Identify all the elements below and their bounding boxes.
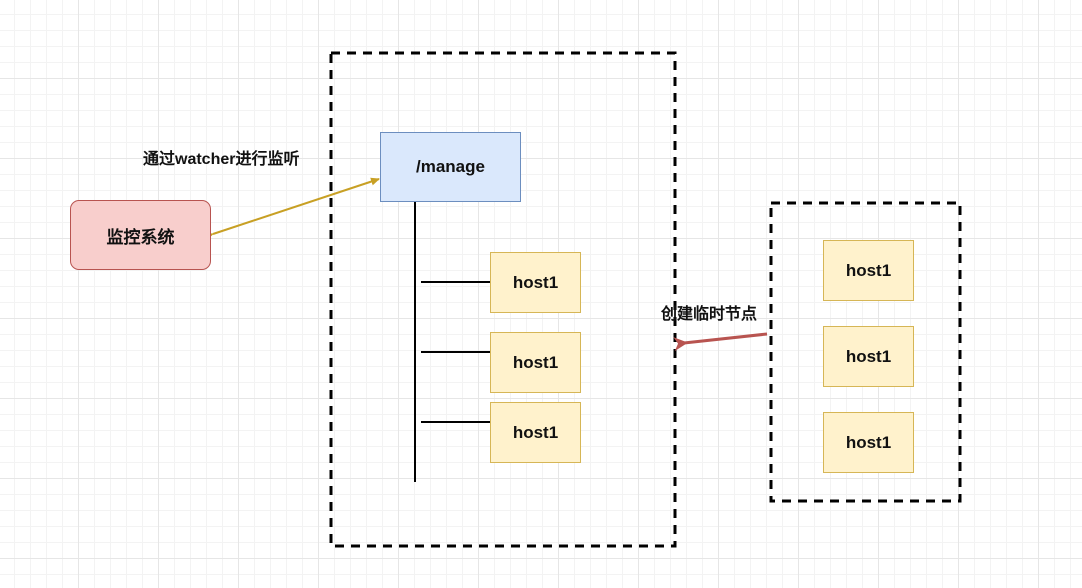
host-node: host1 [490,252,581,313]
create-node-label: 创建临时节点 [661,306,758,323]
client-host-node: host1 [823,326,914,387]
zookeeper-container [329,51,677,548]
client-host-node: host1 [823,412,914,473]
watch-label: 通过watcher进行监听 [143,151,300,168]
host-node: host1 [490,332,581,393]
create-node-arrow [673,332,768,352]
manage-node: /manage [380,132,521,202]
watch-arrow [204,177,380,241]
client-host-node: host1 [823,240,914,301]
client-container [769,201,962,503]
host-node: host1 [490,402,581,463]
monitor-system-node: 监控系统 [70,200,211,270]
